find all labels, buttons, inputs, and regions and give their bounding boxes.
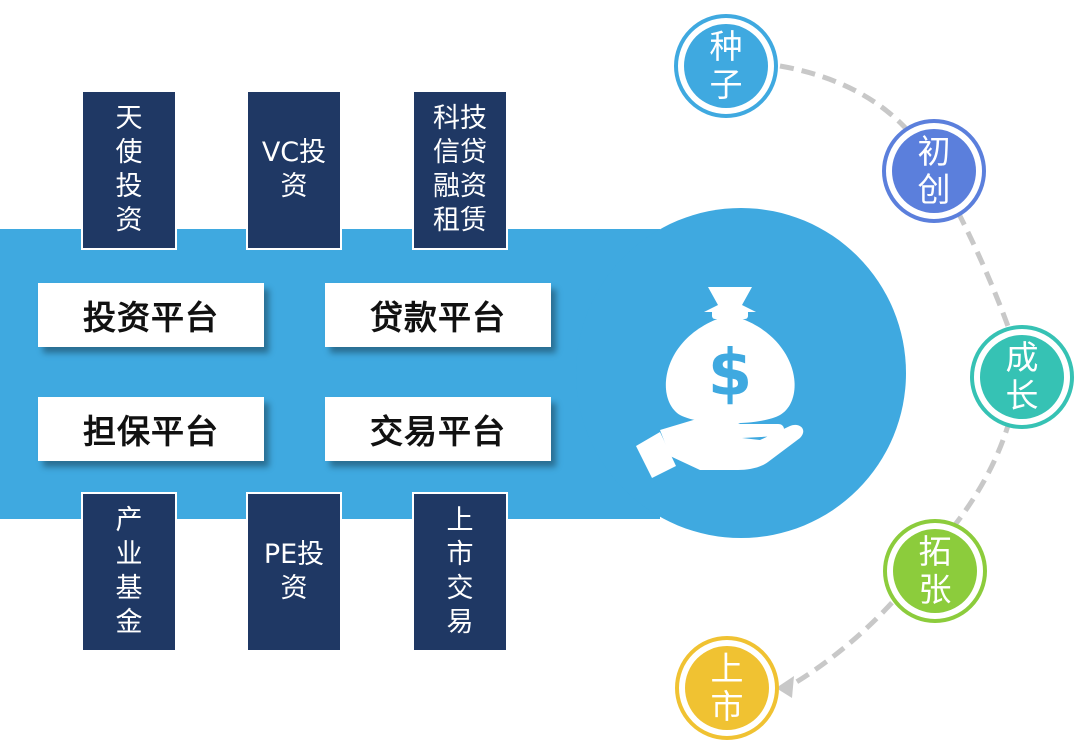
bottom-box-ipo-trading-label: 上市交易 [446, 505, 474, 638]
stage-listing-inner: 上市 [685, 646, 769, 730]
stage-expansion-label: 拓张 [918, 532, 952, 609]
stage-listing: 上市 [675, 636, 779, 740]
stage-seed: 种子 [674, 14, 778, 118]
capital-band [0, 229, 660, 519]
svg-text:$: $ [708, 337, 753, 411]
bottom-box-pe: PE投资 [246, 492, 342, 652]
platform-guarantee: 担保平台 [38, 397, 264, 461]
stage-growth: 成长 [970, 325, 1074, 429]
stage-expansion: 拓张 [883, 519, 987, 623]
platform-loan-label: 贷款平台 [370, 298, 506, 337]
platform-investment: 投资平台 [38, 283, 264, 347]
top-box-angel: 天使投资 [81, 90, 177, 250]
top-box-tech-credit: 科技信贷融资租赁 [412, 90, 508, 250]
bottom-box-pe-label: PE投资 [263, 539, 325, 604]
platform-trading-label: 交易平台 [370, 412, 506, 451]
stage-seed-inner: 种子 [684, 24, 768, 108]
top-box-tech-credit-label: 科技信贷融资租赁 [432, 103, 487, 236]
stage-startup-label: 初创 [917, 132, 951, 209]
stage-growth-label: 成长 [1005, 338, 1039, 415]
bottom-box-industry-fund-label: 产业基金 [115, 505, 143, 638]
arrow-head-icon [776, 676, 794, 698]
top-box-vc-label: VC投资 [261, 137, 327, 202]
platform-loan: 贷款平台 [325, 283, 551, 347]
platform-investment-label: 投资平台 [83, 298, 219, 337]
stage-expansion-inner: 拓张 [893, 529, 977, 613]
stage-startup: 初创 [882, 119, 986, 223]
top-box-vc: VC投资 [246, 90, 342, 250]
stage-growth-inner: 成长 [980, 335, 1064, 419]
platform-trading: 交易平台 [325, 397, 551, 461]
stage-seed-label: 种子 [709, 27, 743, 104]
stage-startup-inner: 初创 [892, 129, 976, 213]
bottom-box-ipo-trading: 上市交易 [412, 492, 508, 652]
platform-guarantee-label: 担保平台 [83, 412, 219, 451]
top-box-angel-label: 天使投资 [115, 103, 143, 236]
stage-listing-label: 上市 [710, 649, 744, 726]
bottom-box-industry-fund: 产业基金 [81, 492, 177, 652]
